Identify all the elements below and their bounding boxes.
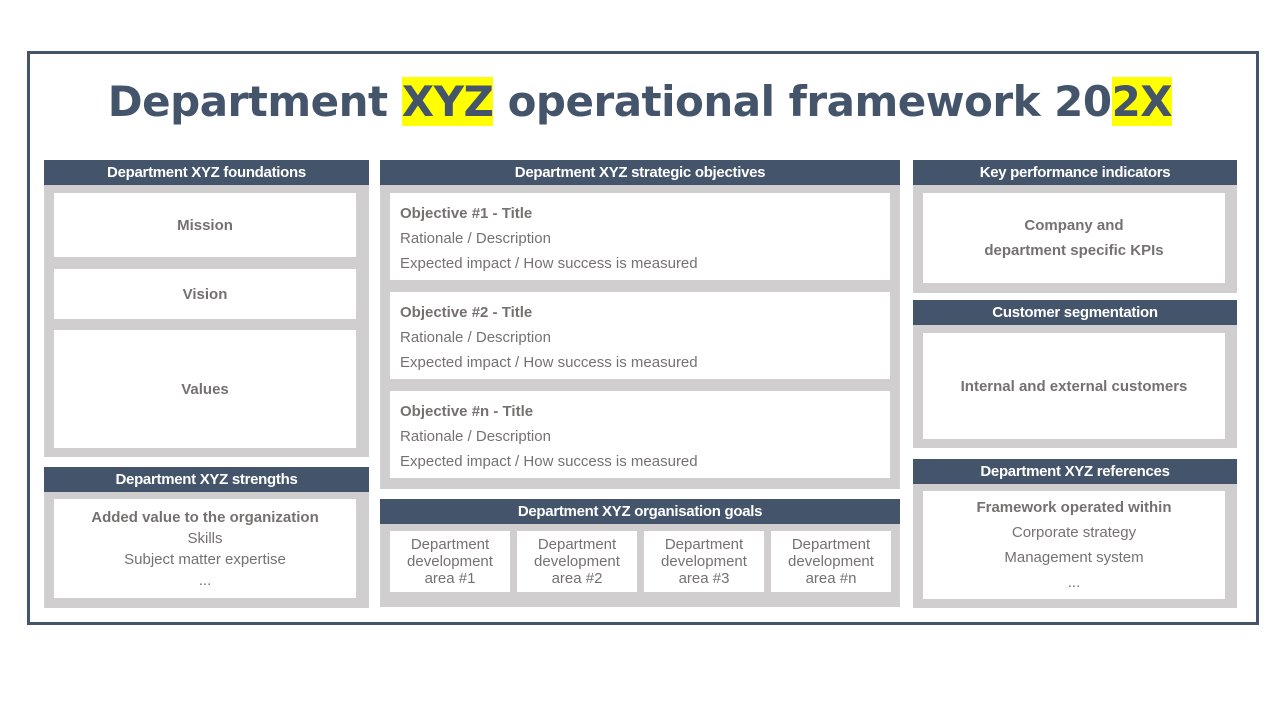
kpi-line-1: Company and bbox=[1024, 217, 1124, 234]
development-area-1: Department development area #1 bbox=[390, 531, 510, 592]
strengths-header: Department XYZ strengths bbox=[44, 467, 369, 492]
area-line: development bbox=[661, 553, 747, 570]
objectives-panel: Department XYZ strategic objectives Obje… bbox=[380, 160, 900, 489]
vision-box: Vision bbox=[54, 269, 356, 319]
references-line-2: Corporate strategy bbox=[1011, 524, 1137, 541]
area-line: Department bbox=[791, 536, 871, 553]
title-text-1: Department bbox=[107, 77, 402, 126]
values-box: Values bbox=[54, 330, 356, 448]
page-title: Department XYZ operational framework 202… bbox=[0, 70, 1280, 134]
strengths-line-3: Subject matter expertise bbox=[124, 550, 286, 568]
objective-rationale: Rationale / Description bbox=[400, 230, 551, 247]
area-line: development bbox=[407, 553, 493, 570]
objectives-header: Department XYZ strategic objectives bbox=[380, 160, 900, 185]
kpi-panel: Key performance indicators Company and d… bbox=[913, 160, 1237, 293]
objective-impact: Expected impact / How success is measure… bbox=[400, 255, 698, 272]
area-line: Department bbox=[537, 536, 617, 553]
strengths-line-2: Skills bbox=[187, 529, 223, 547]
title-text-2: operational framework 20 bbox=[493, 77, 1113, 126]
area-line: development bbox=[788, 553, 874, 570]
objective-title: Objective #1 - Title bbox=[400, 205, 533, 222]
area-line: Department bbox=[664, 536, 744, 553]
objective-title: Objective #2 - Title bbox=[400, 304, 533, 321]
objective-card-2: Objective #2 - Title Rationale / Descrip… bbox=[390, 292, 890, 379]
kpi-line-2: department specific KPIs bbox=[984, 242, 1164, 259]
development-area-n: Department development area #n bbox=[771, 531, 891, 592]
strengths-line-1: Added value to the organization bbox=[91, 508, 319, 526]
segmentation-box: Internal and external customers bbox=[923, 333, 1225, 439]
objective-title: Objective #n - Title bbox=[400, 403, 534, 420]
area-line: area #2 bbox=[551, 570, 603, 587]
title-highlight-year: 2X bbox=[1111, 77, 1173, 126]
references-line-4: ... bbox=[1067, 574, 1081, 591]
strengths-box: Added value to the organization Skills S… bbox=[54, 499, 356, 598]
area-line: area #n bbox=[805, 570, 857, 587]
references-line-1: Framework operated within bbox=[976, 499, 1172, 516]
goals-panel: Department XYZ organisation goals Depart… bbox=[380, 499, 900, 607]
development-area-2: Department development area #2 bbox=[517, 531, 637, 592]
foundations-panel: Department XYZ foundations Mission Visio… bbox=[44, 160, 369, 457]
references-header: Department XYZ references bbox=[913, 459, 1237, 484]
area-line: Department bbox=[410, 536, 490, 553]
references-box: Framework operated within Corporate stra… bbox=[923, 491, 1225, 599]
objective-impact: Expected impact / How success is measure… bbox=[400, 453, 698, 470]
mission-box: Mission bbox=[54, 193, 356, 257]
objective-impact: Expected impact / How success is measure… bbox=[400, 354, 698, 371]
objective-card-1: Objective #1 - Title Rationale / Descrip… bbox=[390, 193, 890, 280]
area-line: development bbox=[534, 553, 620, 570]
title-highlight-xyz: XYZ bbox=[401, 77, 494, 126]
strengths-line-4: ... bbox=[198, 571, 212, 589]
references-panel: Department XYZ references Framework oper… bbox=[913, 459, 1237, 608]
references-line-3: Management system bbox=[1004, 549, 1144, 566]
objective-rationale: Rationale / Description bbox=[400, 428, 551, 445]
segmentation-panel: Customer segmentation Internal and exter… bbox=[913, 300, 1237, 448]
kpi-box: Company and department specific KPIs bbox=[923, 193, 1225, 283]
kpi-header: Key performance indicators bbox=[913, 160, 1237, 185]
goals-header: Department XYZ organisation goals bbox=[380, 499, 900, 524]
area-line: area #1 bbox=[424, 570, 476, 587]
objective-card-n: Objective #n - Title Rationale / Descrip… bbox=[390, 391, 890, 478]
objective-rationale: Rationale / Description bbox=[400, 329, 551, 346]
development-area-3: Department development area #3 bbox=[644, 531, 764, 592]
strengths-panel: Department XYZ strengths Added value to … bbox=[44, 467, 369, 608]
segmentation-header: Customer segmentation bbox=[913, 300, 1237, 325]
area-line: area #3 bbox=[678, 570, 730, 587]
foundations-header: Department XYZ foundations bbox=[44, 160, 369, 185]
